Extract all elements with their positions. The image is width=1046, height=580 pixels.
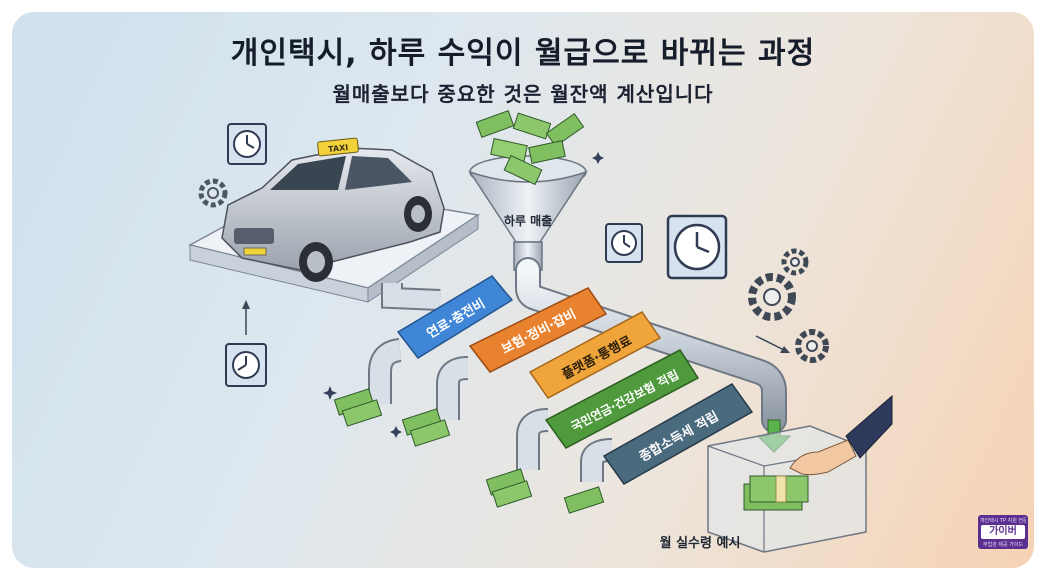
money-icon	[475, 110, 585, 186]
arrow-icon	[755, 335, 790, 353]
gear-icon	[198, 178, 228, 208]
brand-badge: 개인택시 TP 지원 전문가 가이버 부업관 제공 가이드	[978, 515, 1028, 549]
badge-top-text: 개인택시 TP 지원 전문가	[980, 518, 1026, 524]
clock-icon	[605, 223, 643, 263]
savings-box	[707, 394, 893, 553]
badge-bottom-text: 부업관 제공 가이드	[983, 542, 1023, 548]
gear-icon	[781, 248, 809, 276]
badge-name: 가이버	[981, 525, 1025, 539]
gear-icon	[748, 273, 796, 321]
clock-icon	[227, 123, 267, 165]
taxi-roof-sign: TAXI	[328, 143, 349, 154]
money-icon	[485, 468, 533, 508]
page-subtitle: 월매출보다 중요한 것은 월잔액 계산입니다	[332, 82, 714, 106]
funnel-label: 하루 매출	[504, 213, 552, 228]
page-title: 개인택시, 하루 수익이 월급으로 바뀌는 과정	[230, 36, 816, 71]
gear-icon	[795, 329, 829, 363]
money-icon	[563, 486, 605, 514]
sparkle-icon	[323, 152, 604, 438]
clock-icon	[225, 343, 267, 387]
money-icon	[333, 388, 383, 427]
result-label: 월 실수령 예시	[660, 535, 741, 551]
arrow-icon	[242, 300, 250, 335]
money-icon	[401, 408, 451, 447]
clock-icon	[666, 214, 728, 280]
taxi-car: TAXI	[221, 137, 445, 282]
